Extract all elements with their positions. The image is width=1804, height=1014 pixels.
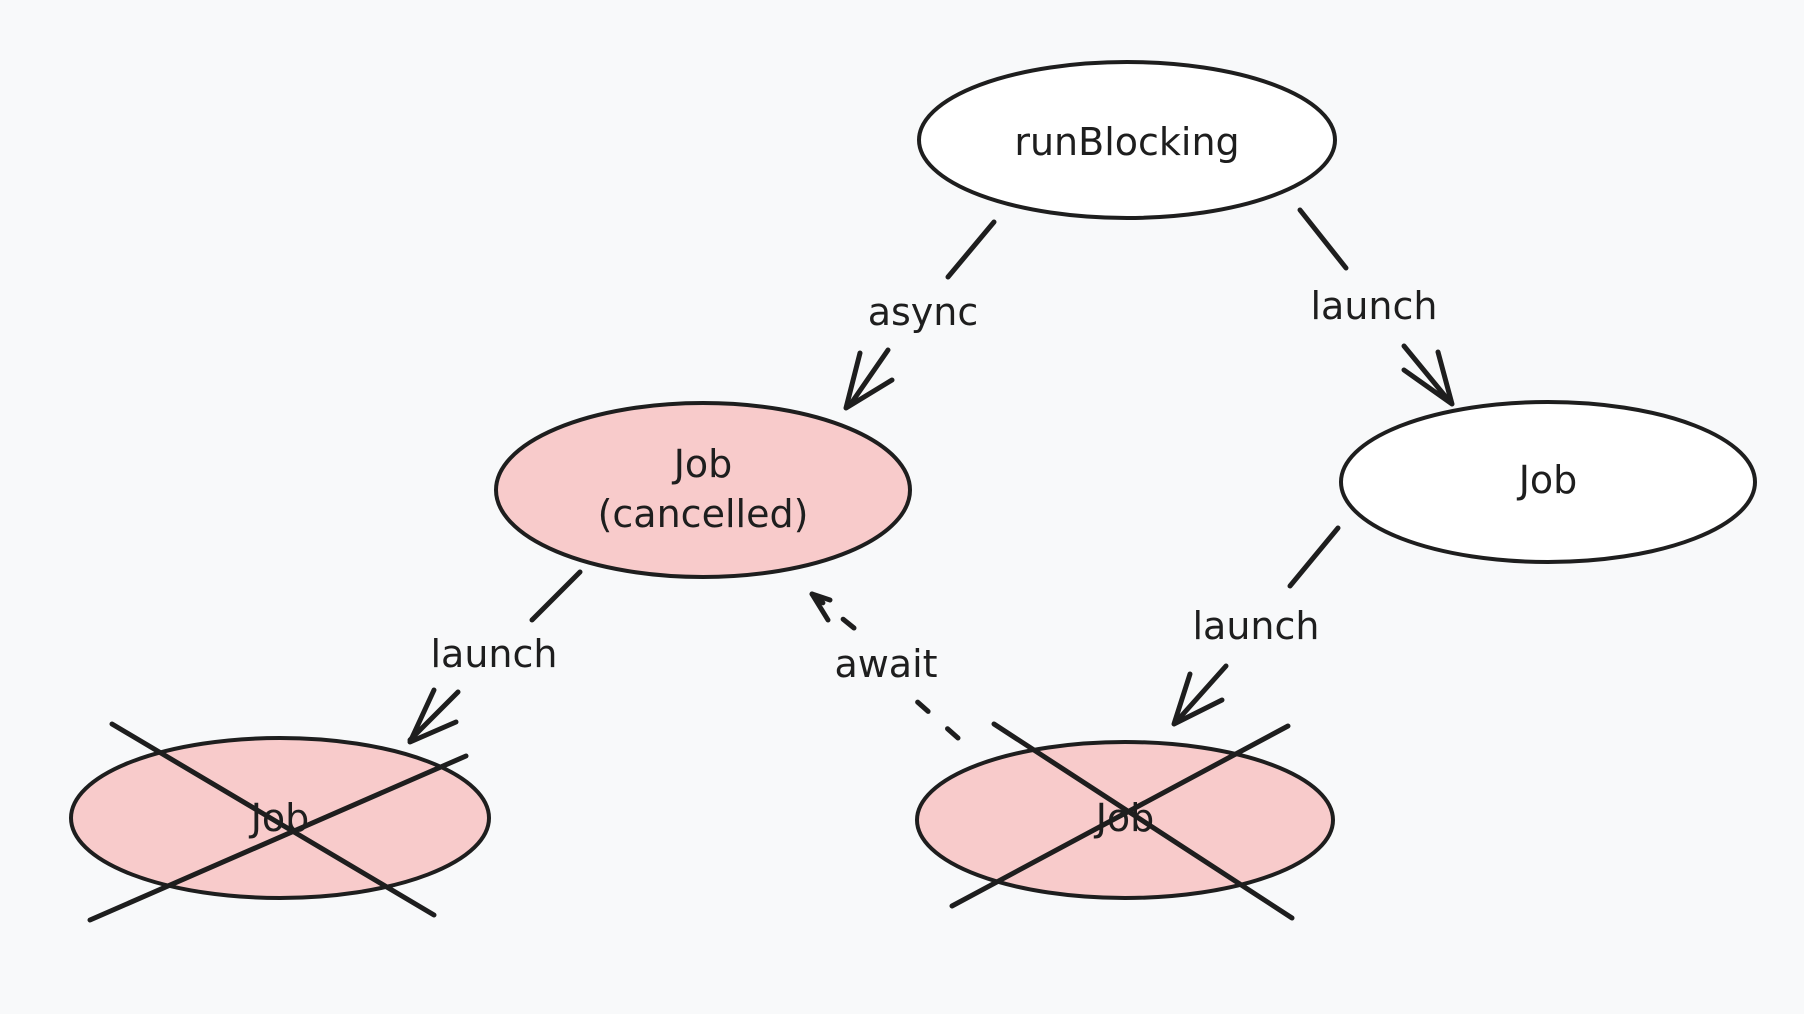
node-ellipse xyxy=(69,736,491,900)
node-ellipse xyxy=(1339,400,1757,564)
edge-line xyxy=(1287,525,1341,589)
edge-child-await: await xyxy=(809,591,961,741)
edge-label-launch: launch xyxy=(431,632,558,676)
edge-line xyxy=(901,687,961,741)
edge-line xyxy=(529,569,583,623)
cross-line xyxy=(949,723,1291,909)
node-ellipse xyxy=(494,401,912,579)
node-launch-job: Job xyxy=(1339,400,1757,564)
edge-root-to-async: async xyxy=(843,219,997,411)
arrow-head-icon xyxy=(1401,349,1455,407)
node-ellipse xyxy=(917,60,1337,220)
edge-label-launch: launch xyxy=(1193,604,1320,648)
edge-line xyxy=(1173,663,1229,725)
edge-line xyxy=(847,347,891,408)
cross-out-icon xyxy=(949,721,1295,921)
node-async-job-cancelled: Job (cancelled) xyxy=(494,401,912,579)
edge-root-to-launch: launch xyxy=(1297,207,1455,407)
cross-out-icon xyxy=(87,721,469,923)
edge-line xyxy=(1401,343,1453,405)
node-ellipse xyxy=(915,740,1335,900)
edge-line xyxy=(407,689,461,743)
cross-line xyxy=(991,721,1295,921)
edge-line xyxy=(945,219,997,280)
cross-line xyxy=(109,721,437,918)
node-launch-child-job: Job xyxy=(915,721,1335,921)
edge-line xyxy=(809,591,857,631)
node-run-blocking: runBlocking xyxy=(917,60,1337,220)
edge-label-async: async xyxy=(868,290,979,334)
edge-async-to-child: launch xyxy=(407,569,583,745)
node-label: runBlocking xyxy=(1014,120,1239,164)
arrow-head-icon xyxy=(1171,671,1225,727)
arrow-head-icon xyxy=(843,350,895,411)
edge-launch-to-child: launch xyxy=(1171,525,1341,727)
node-label: Job xyxy=(1517,458,1578,502)
node-label-line1: Job xyxy=(672,442,733,486)
edge-label-launch: launch xyxy=(1311,284,1438,328)
node-async-child-job: Job xyxy=(69,721,491,923)
edge-line xyxy=(1297,207,1349,271)
cross-line xyxy=(87,753,469,923)
edge-label-await: await xyxy=(834,642,937,686)
node-label-line2: (cancelled) xyxy=(598,492,809,536)
arrow-head-icon xyxy=(407,687,459,745)
arrow-head-icon xyxy=(809,591,833,623)
